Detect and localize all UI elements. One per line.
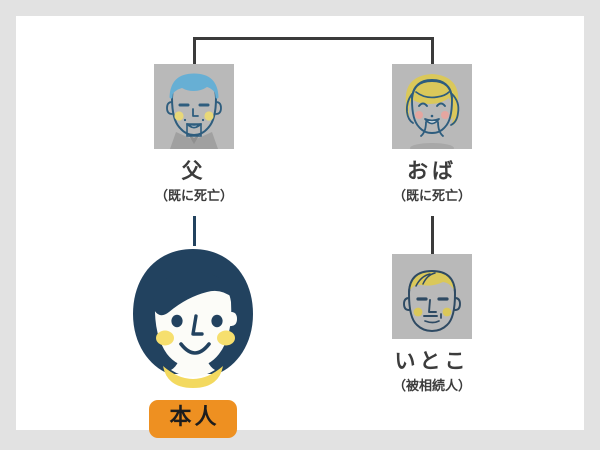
man-blonde-hair-portrait <box>392 254 472 339</box>
sibling-bracket-right-drop <box>431 37 434 65</box>
father-name-label: 父 <box>181 159 207 183</box>
cousin-status-note: （被相続人） <box>392 379 471 395</box>
person-node-self[interactable]: 本人 <box>113 246 273 438</box>
diagram-canvas: 父 （既に死亡） <box>16 16 584 438</box>
elderly-woman-blonde-hair-portrait <box>392 64 472 149</box>
cousin-portrait-frame <box>392 254 472 339</box>
person-node-aunt[interactable]: おば （既に死亡） <box>352 64 512 206</box>
sibling-bracket-left-drop <box>193 37 196 65</box>
person-node-cousin[interactable]: いとこ （被相続人） <box>352 254 512 396</box>
diagram-stage: 父 （既に死亡） <box>16 16 584 438</box>
father-portrait-frame <box>154 64 234 149</box>
aunt-portrait-frame <box>392 64 472 149</box>
self-badge: 本人 <box>149 400 237 438</box>
father-to-self-connector <box>193 216 196 246</box>
cousin-name-label: いとこ <box>394 349 470 373</box>
aunt-name-label: おば <box>407 159 457 183</box>
elderly-man-blue-hair-portrait <box>154 64 234 149</box>
father-status-note: （既に死亡） <box>154 189 233 205</box>
person-node-father[interactable]: 父 （既に死亡） <box>114 64 274 206</box>
sibling-bracket-horizontal <box>193 37 434 40</box>
woman-navy-bob-hair-portrait <box>133 249 253 388</box>
aunt-status-note: （既に死亡） <box>392 189 471 205</box>
aunt-to-cousin-connector <box>431 216 434 254</box>
